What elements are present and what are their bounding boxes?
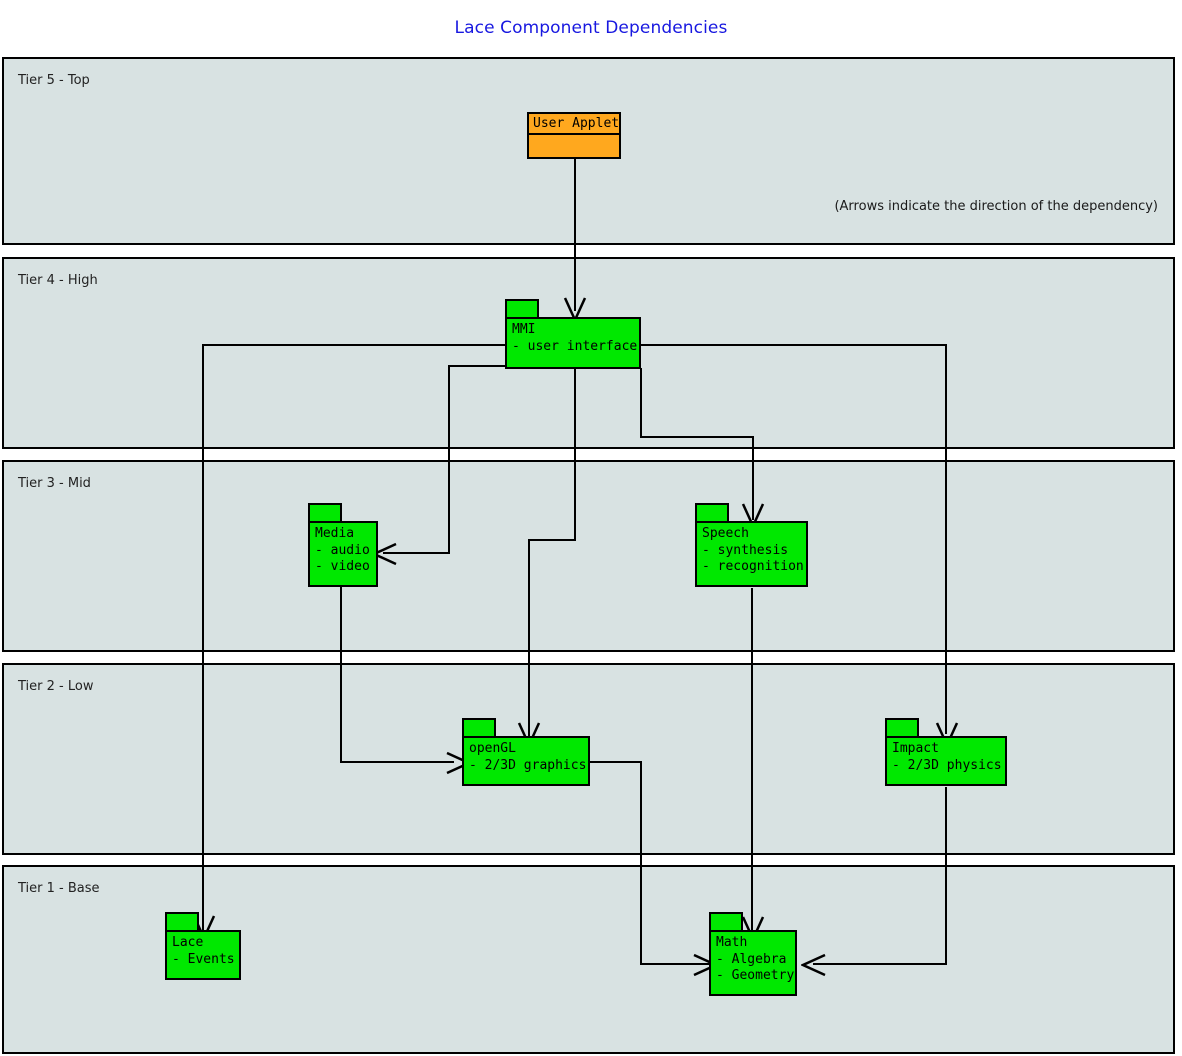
package-impact-tab-icon (885, 718, 919, 736)
connector-mmi-lace-v (202, 344, 204, 930)
package-math-body: Math - Algebra - Geometry (709, 930, 797, 996)
connector-mmi-impact-v (945, 344, 947, 734)
connector-media-opengl-v (340, 585, 342, 763)
package-lace-tab-icon (165, 912, 199, 930)
tier-label-tier3: Tier 3 - Mid (18, 476, 91, 491)
connector-mmi-impact-h (640, 344, 947, 346)
connector-opengl-math-h1 (589, 761, 642, 763)
page-title: Lace Component Dependencies (454, 18, 728, 38)
package-impact-body: Impact - 2/3D physics (885, 736, 1007, 786)
package-user-applet[interactable]: User Applet (527, 112, 621, 159)
tier-band-tier3: Tier 3 - Mid (2, 460, 1175, 652)
package-opengl[interactable]: openGL - 2/3D graphics (462, 718, 590, 786)
package-speech-body: Speech - synthesis - recognition (695, 521, 808, 587)
package-math-tab-icon (709, 912, 743, 930)
package-media-tab-icon (308, 503, 342, 521)
tier-label-tier4: Tier 4 - High (18, 273, 98, 288)
package-mmi-body: MMI - user interface (505, 317, 641, 369)
connector-mmi-media-h2 (383, 552, 450, 554)
package-user-applet-body (527, 133, 621, 159)
tier-label-tier2: Tier 2 - Low (18, 679, 94, 694)
package-lace-body: Lace - Events (165, 930, 241, 980)
package-opengl-tab-icon (462, 718, 496, 736)
package-opengl-body: openGL - 2/3D graphics (462, 736, 590, 786)
package-lace[interactable]: Lace - Events (165, 912, 241, 980)
package-mmi[interactable]: MMI - user interface (505, 299, 641, 369)
arrow-direction-note: (Arrows indicate the direction of the de… (834, 199, 1158, 214)
connector-speech-math-v (751, 588, 753, 931)
connector-opengl-math-h2 (640, 963, 710, 965)
tier-band-tier1: Tier 1 - Base (2, 865, 1175, 1054)
connector-mmi-speech-h (640, 436, 754, 438)
tier-label-tier5: Tier 5 - Top (18, 73, 90, 88)
package-media-body: Media - audio - video (308, 521, 378, 587)
tier-label-tier1: Tier 1 - Base (18, 881, 100, 896)
connector-mmi-media-v (448, 365, 450, 554)
connector-mmi-opengl-v0 (574, 368, 576, 540)
package-impact[interactable]: Impact - 2/3D physics (885, 718, 1007, 786)
connector-mmi-speech-v1 (640, 368, 642, 438)
connector-userapplet-mmi (574, 153, 576, 311)
tier-band-tier4: Tier 4 - High (2, 257, 1175, 449)
connector-mmi-speech-v2 (752, 436, 754, 520)
connector-mmi-opengl-h (528, 539, 576, 541)
connector-mmi-media-h1 (449, 365, 509, 367)
package-media[interactable]: Media - audio - video (308, 503, 378, 587)
connector-mmi-lace-h (203, 344, 509, 346)
connector-impact-math-h (813, 963, 947, 965)
package-speech[interactable]: Speech - synthesis - recognition (695, 503, 808, 587)
connector-opengl-math-v (640, 761, 642, 965)
package-mmi-tab-icon (505, 299, 539, 317)
package-speech-tab-icon (695, 503, 729, 521)
package-user-applet-label: User Applet (527, 112, 621, 133)
connector-impact-math-v (945, 787, 947, 965)
connector-mmi-opengl-v1 (528, 540, 530, 736)
connector-media-opengl-h (340, 761, 454, 763)
package-math[interactable]: Math - Algebra - Geometry (709, 912, 797, 996)
